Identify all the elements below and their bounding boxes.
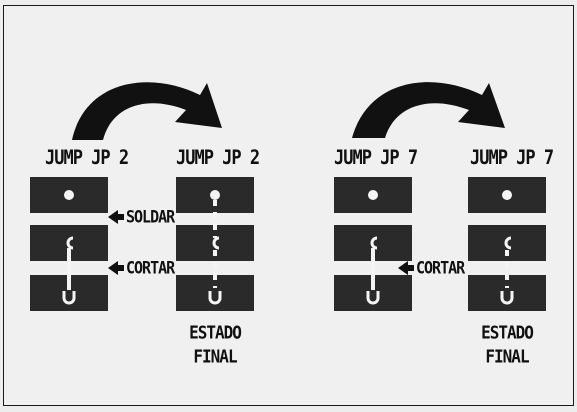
cortar-arrow-right-icon <box>398 261 414 275</box>
curved-arrow-left-icon <box>72 82 222 140</box>
trace-link <box>371 248 375 290</box>
panel2-right-title: JUMP JP 7 <box>470 146 554 170</box>
final-line-1: ESTADO <box>189 321 242 343</box>
final-line-2: FINAL <box>193 346 237 367</box>
pin-2 <box>504 236 512 250</box>
cortar-arrow-left-icon <box>108 261 124 275</box>
panel1-right-title: JUMP JP 2 <box>176 146 260 170</box>
panel1-left-title: JUMP JP 2 <box>45 146 129 170</box>
pin-1 <box>210 190 220 200</box>
final-state-label: ESTADO FINAL <box>462 321 552 369</box>
final-state-label: ESTADO FINAL <box>170 321 260 369</box>
pin-2 <box>212 236 220 250</box>
pin-1 <box>502 190 512 200</box>
pin-3 <box>208 291 222 305</box>
pin-3 <box>62 291 76 305</box>
final-line-1: ESTADO <box>481 321 534 343</box>
jumper-block <box>176 275 254 311</box>
pin-1 <box>64 190 74 200</box>
cortar-label: CORTAR <box>126 257 175 279</box>
pin-2 <box>370 236 378 250</box>
pin-3 <box>366 291 380 305</box>
cortar-label: CORTAR <box>416 257 465 279</box>
soldar-arrow-icon <box>108 210 124 224</box>
curved-arrow-right-icon <box>352 82 505 138</box>
pin-1 <box>368 190 378 200</box>
panel2-left-title: JUMP JP 7 <box>334 146 418 170</box>
pin-2 <box>66 236 74 250</box>
trace-link <box>67 248 71 290</box>
jumper-block <box>468 275 546 311</box>
soldar-label: SOLDAR <box>126 206 175 228</box>
final-line-2: FINAL <box>485 346 529 367</box>
pin-3 <box>500 291 514 305</box>
